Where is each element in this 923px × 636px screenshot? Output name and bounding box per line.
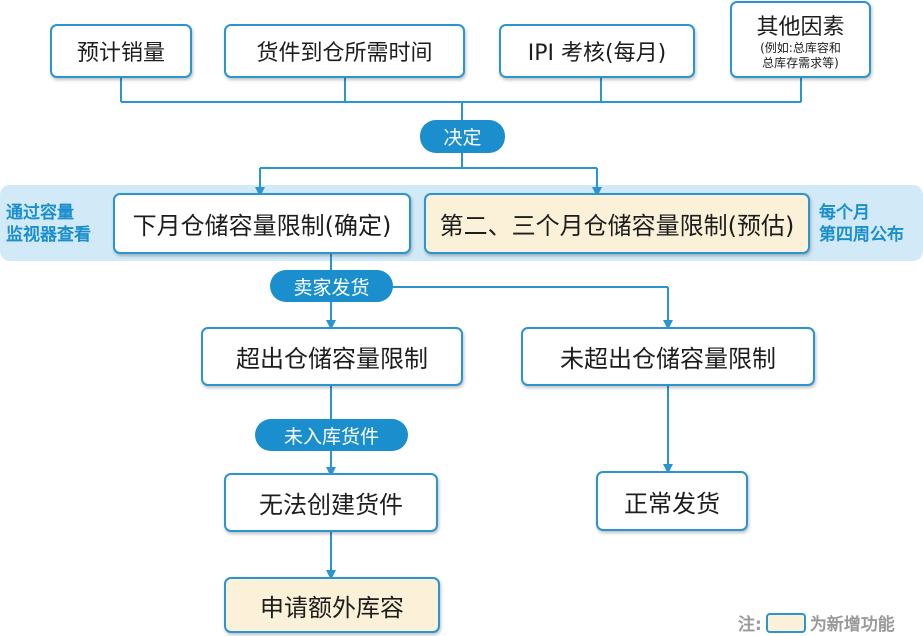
side-note-right: 每个月 第四周公布 <box>819 202 904 246</box>
other-factors-box: 其他因素 (例如:总库容和 总库存需求等) <box>730 1 871 78</box>
not-exceeds-limit-box: 未超出仓储容量限制 <box>521 327 815 386</box>
side-note-left-line1: 通过容量 <box>6 203 74 223</box>
side-note-right-line2: 第四周公布 <box>819 225 904 245</box>
sales-forecast-box: 预计销量 <box>50 24 192 78</box>
month23-limit-box: 第二、三个月仓储容量限制(预估) <box>424 193 810 254</box>
exceeds-limit-box: 超出仓储容量限制 <box>201 327 463 386</box>
legend-suffix: 为新增功能 <box>809 615 895 635</box>
apply-extra-box: 申请额外库容 <box>224 577 440 633</box>
side-note-right-line1: 每个月 <box>819 203 870 223</box>
shipping-time-box: 货件到仓所需时间 <box>224 24 465 78</box>
other-factors-sub1: (例如:总库容和 <box>760 40 841 55</box>
side-note-left-line2: 监视器查看 <box>6 225 91 245</box>
ipi-box: IPI 考核(每月) <box>499 24 695 78</box>
legend-note: 注: 为新增功能 <box>738 610 895 635</box>
not-inbound-label: 未入库货件 <box>255 419 408 451</box>
legend-prefix: 注: <box>738 615 762 635</box>
cannot-create-box: 无法创建货件 <box>224 473 438 532</box>
normal-ship-box: 正常发货 <box>596 471 748 531</box>
seller-ship-label: 卖家发货 <box>270 270 393 302</box>
other-factors-sub2: 总库存需求等) <box>762 55 839 70</box>
side-note-left: 通过容量 监视器查看 <box>6 202 91 246</box>
decide-label: 决定 <box>420 120 505 153</box>
other-factors-title: 其他因素 <box>756 14 845 40</box>
next-month-limit-box: 下月仓储容量限制(确定) <box>113 193 411 254</box>
legend-swatch <box>765 612 806 633</box>
